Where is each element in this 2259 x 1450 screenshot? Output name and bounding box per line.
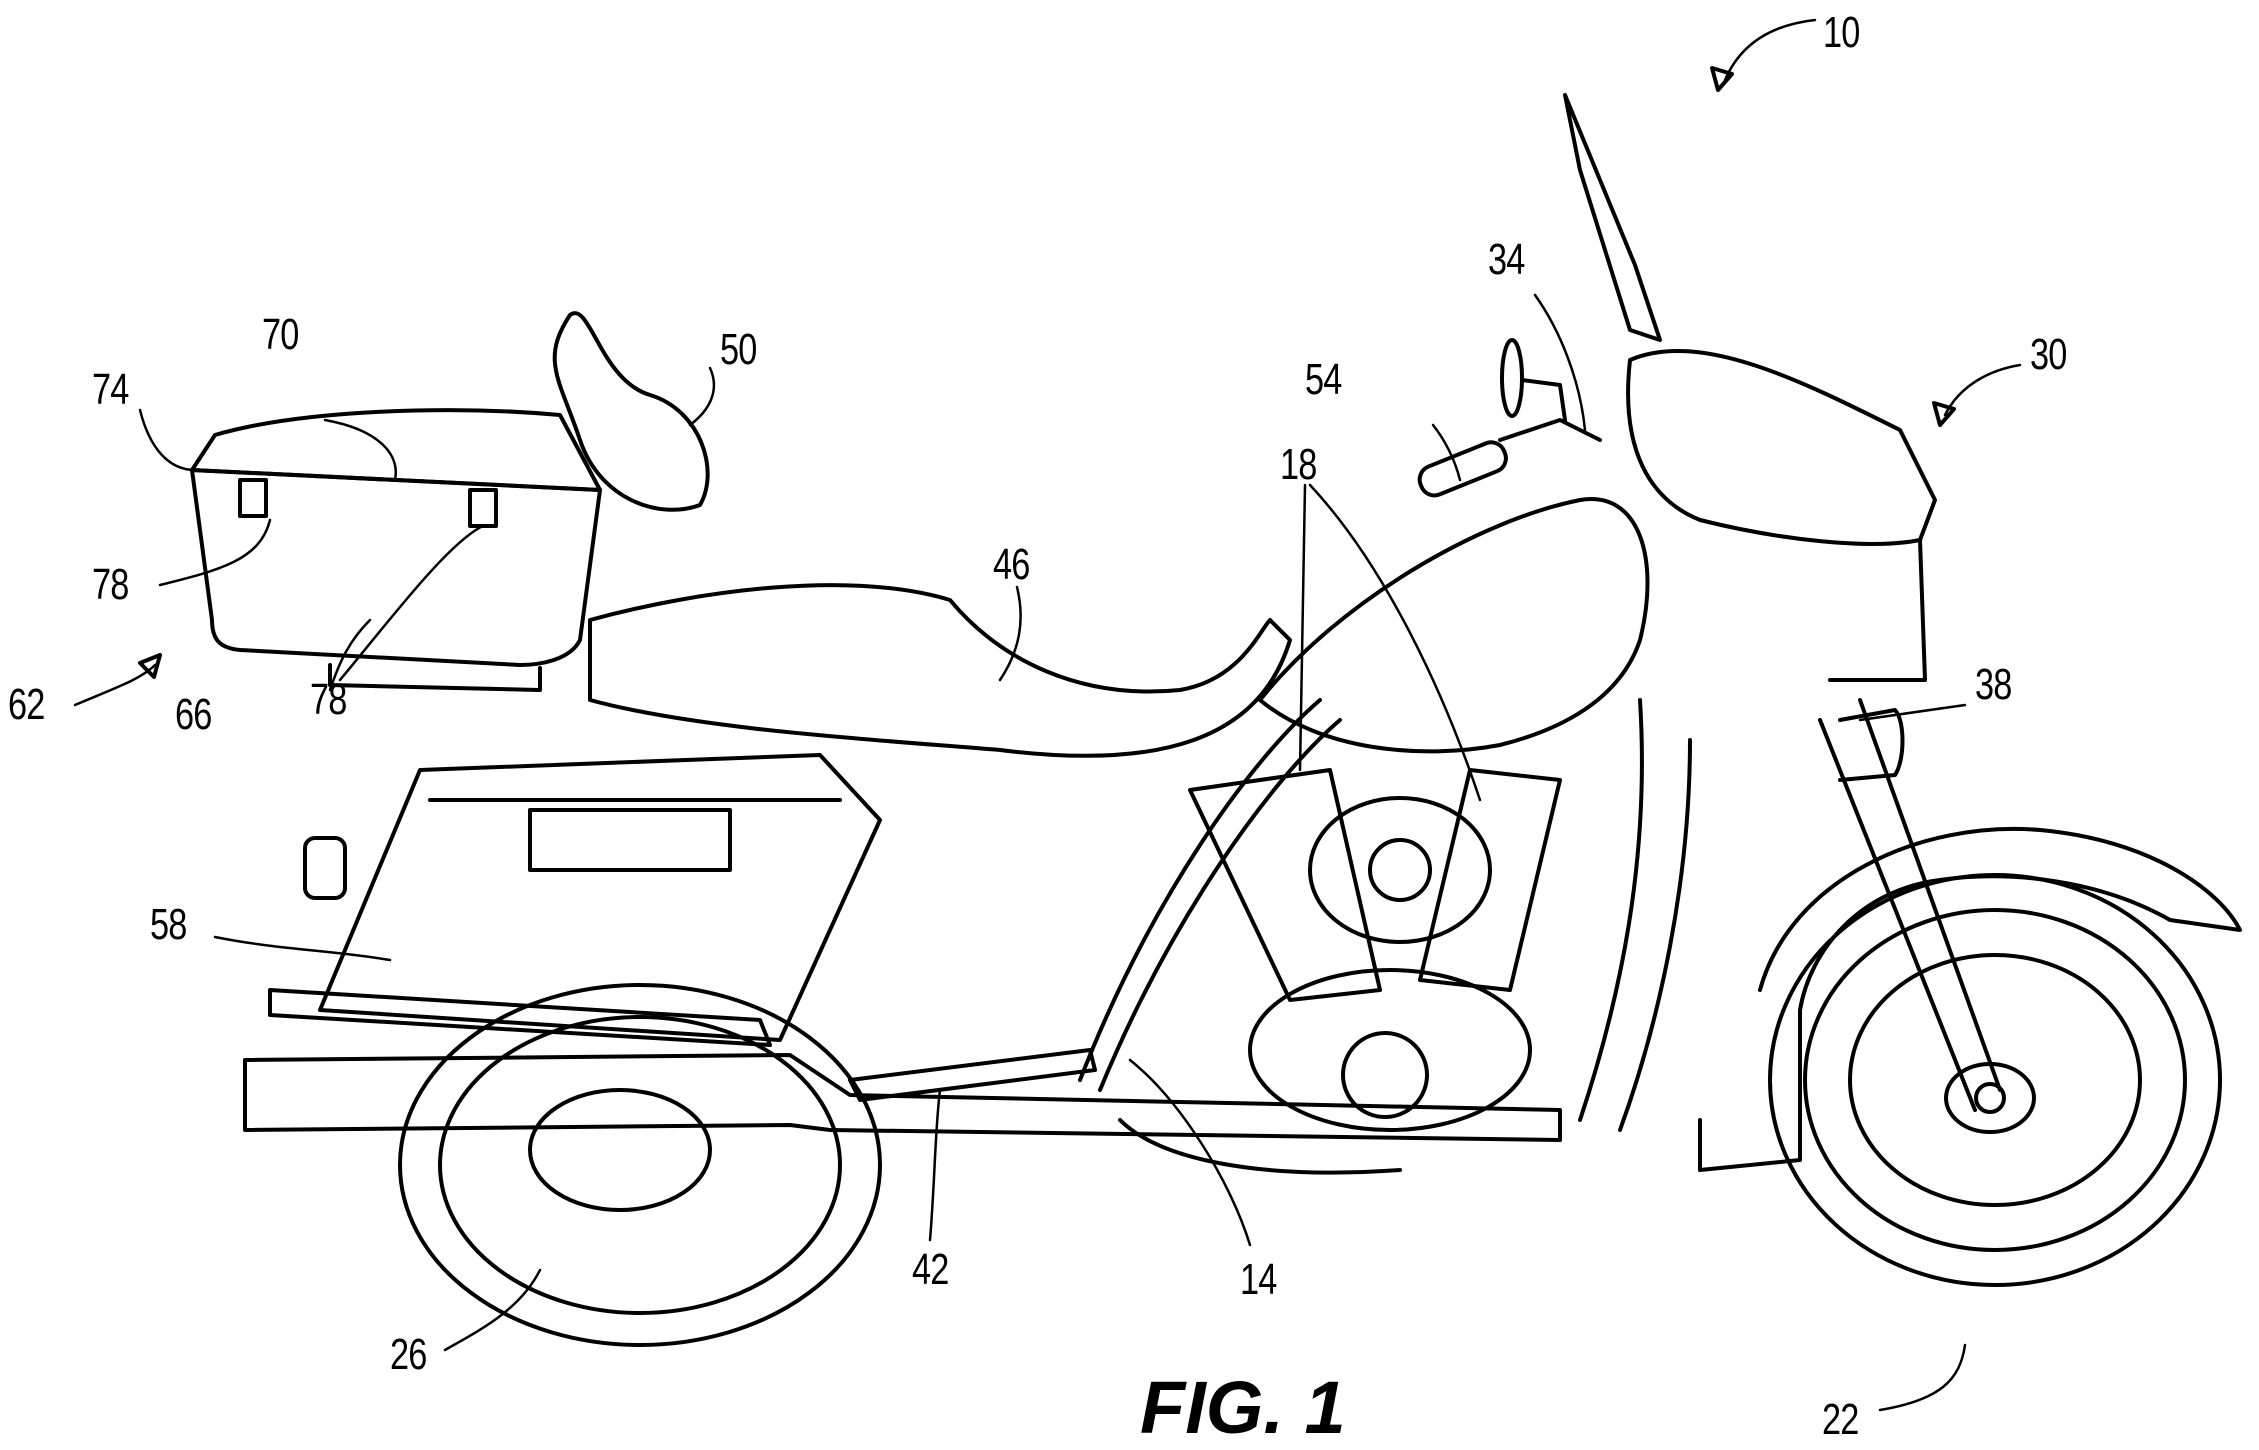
front-fender xyxy=(1698,827,2242,1172)
engine xyxy=(1118,768,1562,1175)
ref-74: 74 xyxy=(92,365,129,414)
ref-30: 30 xyxy=(2030,330,2067,379)
ref-66: 66 xyxy=(175,690,212,739)
ref-58: 58 xyxy=(150,900,187,949)
saddlebag xyxy=(268,753,882,1047)
leader-lines xyxy=(73,18,2022,1412)
ref-22: 22 xyxy=(1822,1395,1859,1444)
exhaust xyxy=(243,1053,1562,1142)
footboard xyxy=(848,1048,1097,1102)
ref-14: 14 xyxy=(1240,1255,1277,1304)
ref-26: 26 xyxy=(390,1330,427,1379)
ref-62: 62 xyxy=(8,680,45,729)
ref-70: 70 xyxy=(262,310,299,359)
ref-18: 18 xyxy=(1280,440,1317,489)
ref-34: 34 xyxy=(1488,235,1525,284)
ref-46: 46 xyxy=(993,540,1030,589)
frame xyxy=(1078,698,1692,1132)
ref-78-left: 78 xyxy=(92,560,129,609)
ref-54: 54 xyxy=(1305,355,1342,404)
seat xyxy=(588,583,1292,758)
backrest xyxy=(552,311,710,512)
windshield xyxy=(1563,93,1662,342)
fairing xyxy=(1626,348,1937,546)
handlebar xyxy=(1417,338,1602,498)
trunk xyxy=(190,408,602,692)
ref-50: 50 xyxy=(720,325,757,374)
rear-wheel xyxy=(398,983,882,1347)
ref-38: 38 xyxy=(1975,660,2012,709)
ref-42: 42 xyxy=(912,1245,949,1294)
fuel-tank xyxy=(1258,497,1650,754)
ref-78-right: 78 xyxy=(310,675,347,724)
figure-title: FIG. 1 xyxy=(1140,1366,1346,1449)
turn-signal xyxy=(1838,708,1905,782)
front-fork xyxy=(1818,698,2002,1112)
ref-10: 10 xyxy=(1823,8,1860,57)
